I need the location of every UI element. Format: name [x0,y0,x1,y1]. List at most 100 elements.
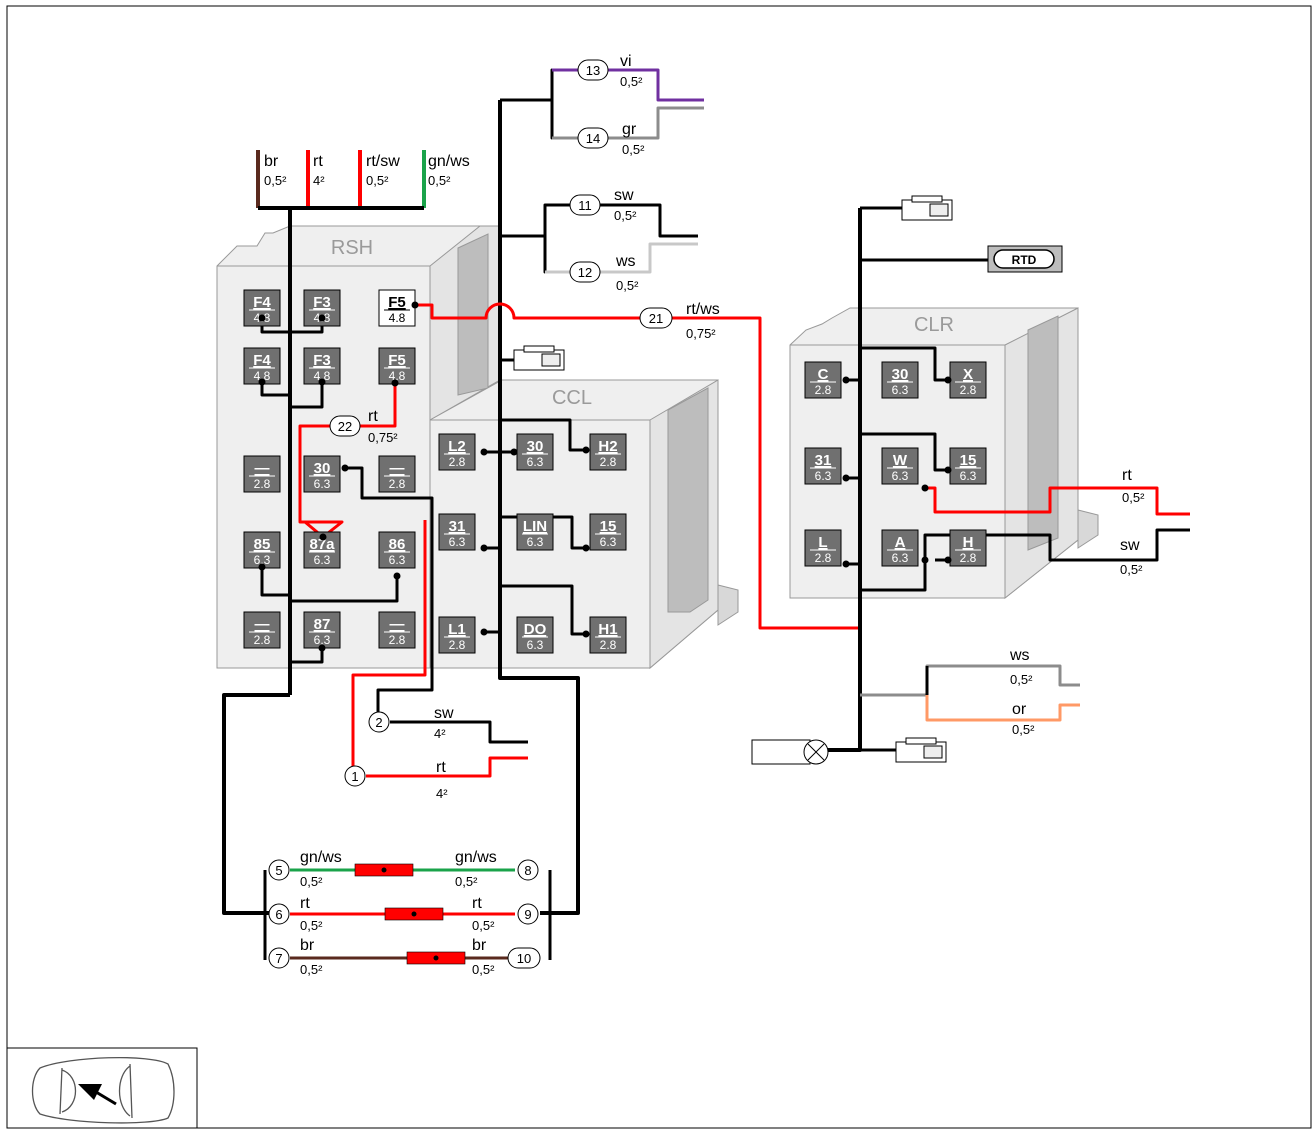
node-7: 7 [268,947,290,969]
svg-text:sw: sw [1120,537,1140,554]
pin-size: 6.3 [527,638,544,652]
svg-text:sw: sw [434,705,454,722]
wire-size-label: 0,5² [428,173,451,188]
svg-text:gn/ws: gn/ws [455,849,497,866]
svg-text:0,5²: 0,5² [614,208,637,223]
svg-text:7: 7 [275,951,282,966]
pin-size: 2.8 [815,383,832,397]
svg-text:0,5²: 0,5² [1012,722,1035,737]
rsh-housing: RSH [216,225,501,669]
wire-labels: br 0,5² rt 4² rt/sw 0,5² gn/ws 0,5² vi 0… [264,53,1145,977]
pin-box: L22.8 [438,433,476,471]
pin-size: 2.8 [389,633,406,647]
svg-text:11: 11 [578,198,592,213]
svg-text:rt: rt [300,895,310,912]
pin-number: — [255,460,270,477]
svg-text:22: 22 [338,419,352,434]
wire-color-label: rt/sw [366,153,400,170]
pin-boxes: F44.8F34.8F54.8F44.8F34.8F54.8—2.8306.3—… [243,289,987,654]
wire-nodes: 13 14 11 12 21 22 2 1 5 6 7 8 9 10 [268,59,673,969]
pin-number: H1 [598,621,617,638]
pin-size: 4.8 [254,369,271,383]
svg-text:2: 2 [375,715,382,730]
svg-text:4²: 4² [434,726,446,741]
svg-text:4²: 4² [436,786,448,801]
wire-color-label: rt [313,153,323,170]
pin-box: L2.8 [804,529,842,567]
rtd-label: RTD [1012,253,1037,267]
pin-size: 6.3 [254,553,271,567]
svg-text:14: 14 [586,131,600,146]
wire-color-label: br [264,153,279,170]
svg-text:rt: rt [368,408,378,425]
pin-number: — [390,460,405,477]
pin-box: DO6.3 [516,616,554,654]
pin-number: 31 [449,518,466,535]
svg-text:0,5²: 0,5² [455,874,478,889]
node-5: 5 [268,859,290,881]
svg-text:6: 6 [275,907,282,922]
node-6: 6 [268,903,290,925]
pin-number: 86 [389,536,406,553]
pin-number: F3 [313,294,331,311]
wire-size-label: 4² [313,173,325,188]
svg-text:rt: rt [472,895,482,912]
node-12: 12 [569,261,601,283]
pin-box: 306.3 [303,455,341,493]
pin-box: X2.8 [949,361,987,399]
plug-connector-icon [513,345,565,371]
inline-connectors [354,863,466,965]
pin-size: 6.3 [815,469,832,483]
pin-size: 4.8 [389,369,406,383]
svg-text:9: 9 [524,907,531,922]
svg-text:0,75²: 0,75² [368,430,398,445]
ccl-housing: CCL [429,379,739,670]
pin-size: 2.8 [815,551,832,565]
wire-color-label: gn/ws [428,153,470,170]
svg-text:0,5²: 0,5² [616,278,639,293]
pin-number: L2 [448,438,466,455]
pin-number: F5 [388,294,406,311]
node-14: 14 [577,127,609,149]
ccl-title: CCL [552,387,592,409]
svg-text:ws: ws [615,253,636,270]
pin-box: 316.3 [804,447,842,485]
svg-text:br: br [300,937,315,954]
pin-box: F54.8 [378,347,416,385]
svg-text:8: 8 [524,863,531,878]
pin-box: H2.8 [949,529,987,567]
pin-box: F44.8 [243,347,281,385]
pin-box: A6.3 [881,529,919,567]
pin-box: H22.8 [589,433,627,471]
svg-text:0,5²: 0,5² [1120,562,1143,577]
socket-connector-icon [751,739,829,765]
pin-box: —2.8 [243,611,281,649]
svg-text:or: or [1012,701,1027,718]
pin-box: H12.8 [589,616,627,654]
svg-text:0,5²: 0,5² [1010,672,1033,687]
svg-text:vi: vi [620,53,632,70]
pin-size: 6.3 [892,551,909,565]
pin-number: H2 [598,438,617,455]
pin-number: F4 [253,294,271,311]
pin-size: 2.8 [254,633,271,647]
svg-text:0,5²: 0,5² [300,918,323,933]
pin-box: 316.3 [438,513,476,551]
rsh-title: RSH [331,237,373,259]
plug-connector-icon [901,195,953,221]
pin-size: 4.8 [389,311,406,325]
pin-number: 30 [314,460,331,477]
diagram-frame [6,5,1312,1129]
pin-number: H [963,534,974,551]
pin-size: 6.3 [960,469,977,483]
node-8: 8 [517,859,539,881]
pin-number: 31 [815,452,832,469]
svg-text:rt: rt [1122,467,1132,484]
pin-size: 2.8 [960,551,977,565]
svg-text:21: 21 [649,311,663,326]
pin-number: F5 [388,352,406,369]
wire-size-label: 0,5² [264,173,287,188]
pin-size: 6.3 [600,535,617,549]
